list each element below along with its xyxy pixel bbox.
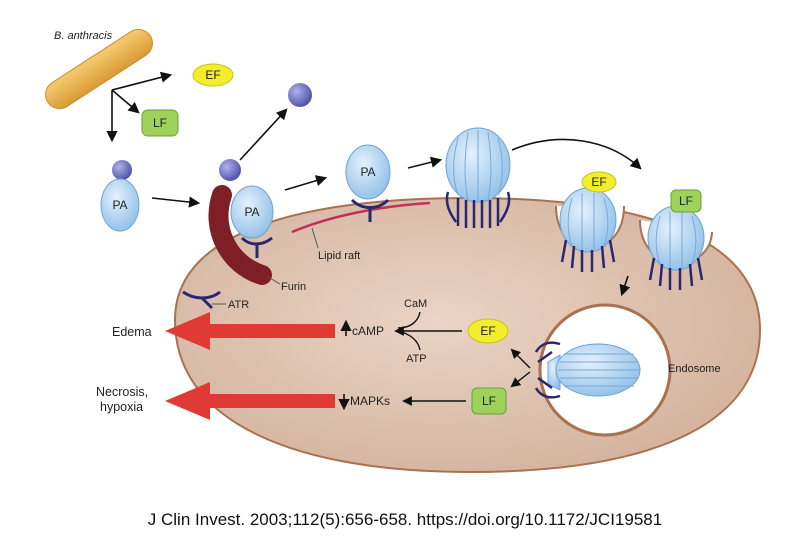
arrow-to-lf [111, 89, 140, 114]
arrow-to-ef [111, 71, 173, 91]
ef-bound-label: EF [591, 175, 606, 189]
released-fragment-sphere [288, 83, 312, 107]
ef-bound [581, 171, 617, 193]
furin-protease [208, 185, 272, 285]
atp-label: ATP [406, 353, 427, 365]
camp-label: cAMP [352, 324, 384, 338]
atr-label: ATR [228, 299, 249, 311]
pit1-receptors [560, 239, 616, 272]
necrosis-label: Necrosis, [96, 385, 148, 399]
arrow-lf-release [510, 371, 531, 388]
pit2-receptors [648, 257, 704, 290]
pa-cleaved-label: PA [360, 165, 375, 179]
ef-cytosolic [467, 318, 509, 344]
ef-toxin [192, 63, 234, 87]
ef-label: EF [205, 68, 220, 82]
lf-label: LF [153, 116, 167, 130]
lipid-raft-label: Lipid raft [318, 250, 360, 262]
lf-bound [670, 189, 702, 213]
receptor-raft [350, 198, 390, 222]
receptor-atr [182, 290, 221, 310]
lf-toxin [141, 109, 179, 137]
pa-cleaved [345, 144, 391, 200]
arrow-ef-release [510, 348, 531, 369]
lipid-raft-line [291, 201, 431, 234]
edema-label: Edema [112, 325, 152, 339]
arrow-to-endosome [619, 275, 631, 297]
citation: J Clin Invest. 2003;112(5):656-658. http… [147, 510, 663, 529]
receptor-atr-bound [240, 236, 273, 258]
arrow-to-cleaved-pa [284, 175, 328, 191]
pa-bound-label: PA [244, 205, 259, 219]
bacterium-rod [45, 28, 153, 110]
furin-leader [267, 276, 281, 285]
pa-protective-antigen [100, 178, 140, 232]
heptamer-receptors [445, 191, 511, 228]
ef-cytosolic-label: EF [480, 324, 495, 338]
lf-bound-label: LF [679, 194, 693, 208]
lf-cytosolic [471, 387, 507, 415]
arrow-to-heptamer [407, 156, 443, 169]
arrow-fragment-release [239, 108, 288, 161]
pa-bound [230, 185, 274, 239]
pa-heptamer-lf-complex [647, 205, 705, 271]
pore-receptors [534, 341, 561, 399]
hypoxia-label: hypoxia [100, 400, 143, 414]
pa-pore [547, 343, 641, 397]
arrow-to-pit [511, 138, 642, 170]
arrow-pa-to-receptor [151, 196, 201, 208]
lipid-raft-leader [311, 227, 319, 249]
pa-label: PA [112, 198, 127, 212]
edema-arrow [165, 312, 335, 350]
organism-label: B. anthracis [54, 30, 113, 42]
pa-fragment-sphere [112, 160, 132, 180]
pa-heptamer-ef-complex [559, 187, 617, 253]
mapks-label: MAPKs [350, 394, 390, 408]
cam-label: CaM [404, 298, 427, 310]
furin-label: Furin [281, 281, 306, 293]
pa-bound-sphere [219, 159, 241, 181]
pa-heptamer [445, 127, 511, 203]
necrosis-arrow [165, 382, 335, 420]
lf-cytosolic-label: LF [482, 394, 496, 408]
endosome-label: Endosome [668, 363, 721, 375]
